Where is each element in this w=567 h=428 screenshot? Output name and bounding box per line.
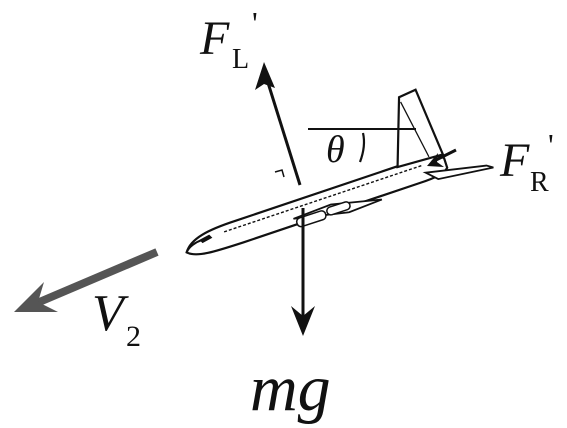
thrust-arrowhead <box>427 153 444 167</box>
weight-arrowhead <box>291 306 315 336</box>
thrust-prime: ' <box>548 127 554 163</box>
airplane-icon <box>185 88 494 256</box>
velocity-symbol: V <box>92 285 129 342</box>
lift-symbol: F <box>199 12 230 65</box>
fuselage <box>185 154 449 256</box>
velocity-label: V 2 <box>92 285 141 353</box>
lift-label: F L ' <box>199 5 258 75</box>
thrust-subscript: R <box>530 167 549 198</box>
weight-label: mg <box>250 352 331 425</box>
lift-subscript: L <box>232 44 249 75</box>
lift-prime: ' <box>252 5 258 41</box>
thrust-label: F R ' <box>499 127 554 198</box>
angle-arc <box>358 132 366 163</box>
angle-label: θ <box>326 129 345 171</box>
thrust-symbol: F <box>499 134 530 187</box>
lift-arrowhead <box>255 62 275 90</box>
tail-fin <box>396 88 445 169</box>
lift-force-arrow <box>262 69 302 186</box>
right-angle-marker <box>274 169 285 178</box>
velocity-arrow <box>28 248 159 310</box>
velocity-arrowhead <box>14 282 58 312</box>
velocity-subscript: 2 <box>126 320 141 353</box>
